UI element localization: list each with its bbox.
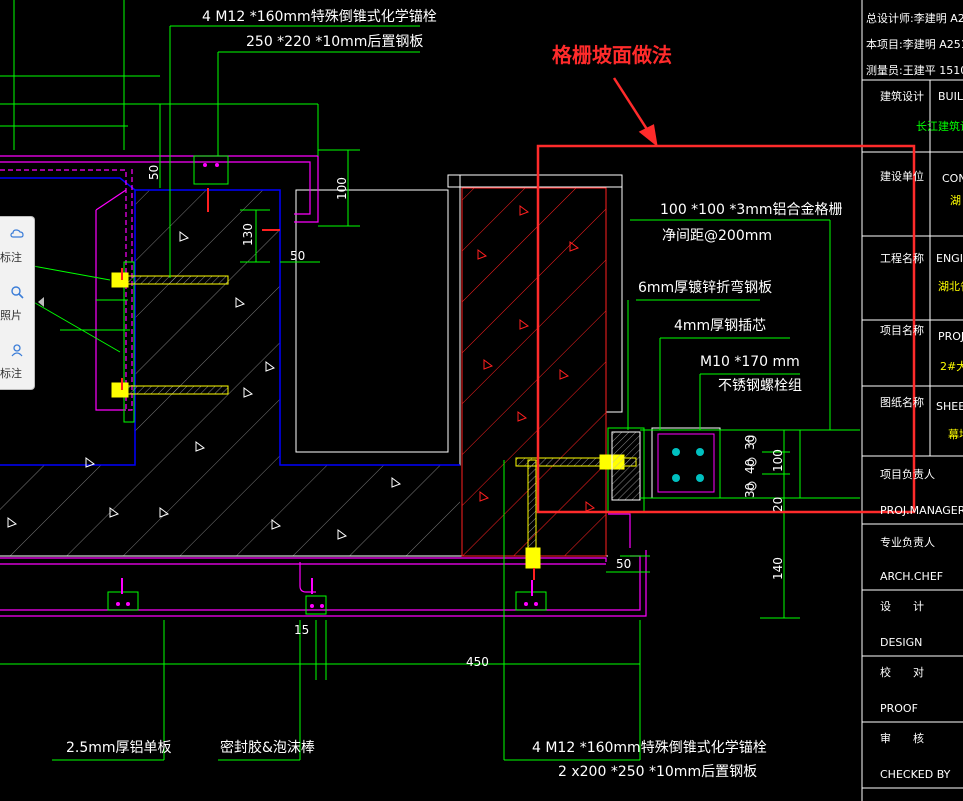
photo-label: 照片 [0,309,22,322]
concrete-triangles [7,231,402,540]
dim-50-top: 50 [147,165,161,180]
sealant-label: 密封胶&泡沫棒 [220,739,315,756]
grille-bracket [611,427,860,501]
tb-sheet-label: 图纸名称 [880,395,924,409]
dim-140: 140 [771,557,785,580]
dim-450: 450 [466,655,489,669]
dim-30-a: 30 [743,435,757,450]
photo-search-icon [11,286,24,299]
tb-proof-en: PROOF [880,702,918,715]
floating-tool-panel: 标注 照片 标注 [0,216,35,390]
top-cladding [0,155,319,411]
dim-130: 130 [241,223,255,246]
tb-chief-en: ARCH.CHEF [880,570,943,583]
folded-plate-label: 6mm厚镀锌折弯钢板 [638,279,772,296]
tb-design-label: 设 计 [880,600,924,613]
tb-manager-en: PROJ.MANAGER [880,504,963,517]
tb-engineering-en: ENGINE [936,252,963,265]
tb-engineering-label: 工程名称 [880,251,924,265]
tb-proof-label: 校 对 [880,665,924,679]
tb-checked-label: 审 核 [880,731,924,745]
annotate-label-2: 标注 [0,367,22,380]
bottom-anchor-label: 4 M12 *160mm特殊倒锥式化学锚栓 [532,740,767,756]
annotate-button-2[interactable]: 标注 [0,335,34,389]
top-anchor-label: 4 M12 *160mm特殊倒锥式化学锚栓 [202,9,437,25]
bottom-plate-label: 2 x200 *250 *10mm后置钢板 [558,764,757,780]
tb-row3: 测量员:王建平 15108045 [866,63,963,77]
annotate-button-1[interactable]: 标注 [0,219,34,273]
magenta-fasteners [121,578,533,596]
tb-construction-label: 建设单位 [880,169,924,183]
tb-project-label: 项目名称 [880,323,924,337]
tb-sheet-value: 幕墙 [948,427,963,441]
dim-100-mid: 100 [771,449,785,472]
grille-spec-label: 100 *100 *3mm铝合金格栅 [660,202,843,218]
tb-row1: 总设计师:李建明 A25102572 [866,11,963,25]
tb-project-en: PROJ [938,330,963,343]
bolt-group-label: 不锈钢螺栓组 [718,378,802,394]
highlight-box [536,144,916,514]
highlight-arrow [612,77,658,148]
dim-50-mid: 50 [290,249,305,263]
grille-spacing-label: 净间距@200mm [662,228,772,244]
dim-15: 15 [294,623,309,637]
red-hatched-column [447,174,623,557]
tb-design-en: DESIGN [880,636,922,649]
tb-manager-label: 项目负责人 [880,467,935,481]
tb-row2: 本项目:李建明 A25102572 [866,37,963,51]
tb-chief-label: 专业负责人 [880,535,935,549]
steel-insert-label: 4mm厚钢插芯 [674,318,766,334]
collapse-panel-icon[interactable] [36,295,46,309]
top-plate-label: 250 *220 *10mm后置钢板 [246,34,423,50]
tb-construction-en: CONS [942,172,963,185]
tb-construction-value: 湖 [950,194,961,207]
tb-building-en: BUILDI [938,90,963,103]
tb-building-value: 长江建筑设计院 [916,119,963,133]
dim-40: 40 [743,459,757,474]
red-triangles [477,205,596,512]
annotate-label-1: 标注 [0,251,22,264]
title-block-frame [861,0,963,801]
photo-button[interactable]: 照片 [0,277,34,331]
leader-lines [0,0,831,761]
user-annotate-icon [11,344,23,357]
tb-building-label: 建筑设计 [880,89,924,103]
dim-30-b: 30 [743,483,757,498]
cloud-annotate-icon [10,229,24,238]
plate-bolts [116,163,538,608]
red-pins [121,188,535,580]
aluminum-panel-label: 2.5mm厚铝单板 [66,740,172,756]
tb-engineering-value: 湖北省 [938,280,963,293]
concrete-structure [0,174,623,557]
dim-20: 20 [771,497,785,512]
detail-title: 格栅坡面做法 [552,43,672,67]
dim-100-right: 100 [335,177,349,200]
bolt-spec-label: M10 *170 mm [700,354,800,370]
dim-50-low: 50 [616,557,631,571]
tb-project-value: 2#大 [940,359,963,373]
tb-sheet-en: SHEET [936,400,963,413]
tb-checked-en: CHECKED BY [880,768,951,781]
